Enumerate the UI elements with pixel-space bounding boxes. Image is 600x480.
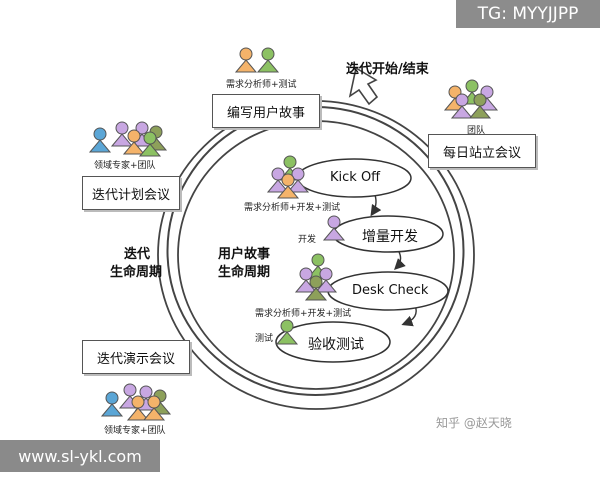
person-body (286, 179, 310, 193)
acceptance-test-ellipse (275, 321, 391, 363)
role-test: 测试 (255, 334, 274, 344)
person-body (122, 141, 146, 155)
person-head (271, 167, 285, 181)
step-desk-check: Desk Check (352, 283, 429, 298)
person-body (110, 133, 134, 147)
role-ba-dev-test-kickoff: 需求分析师+开发+测试 (244, 203, 341, 213)
watermark-top-right: TG: MYYJJPP (456, 0, 600, 28)
person-head (283, 155, 297, 169)
write-story-label: 编写用户故事 (226, 105, 305, 121)
people-group-domain-team-top (88, 121, 168, 157)
person-head (93, 127, 107, 141)
people-group-desk-check (294, 253, 338, 301)
step-kickoff: Kick Off (330, 170, 381, 185)
person-head (473, 93, 487, 107)
planning-label: 迭代计划会议 (91, 187, 170, 203)
role-domain-team-bottom: 领域专家+团队 (104, 426, 166, 436)
person-head (309, 275, 323, 289)
person-body (138, 143, 162, 157)
person-head (123, 383, 137, 397)
person-body (100, 403, 124, 417)
daily-standup-label: 每日站立会议 (442, 145, 521, 161)
person-head (139, 385, 153, 399)
person-body (304, 287, 328, 301)
person-head (131, 395, 145, 409)
person-body (88, 139, 112, 153)
iteration-start-end-label: 迭代开始/结束 (346, 62, 429, 77)
person-body (256, 59, 280, 73)
iteration-start-arrow (348, 66, 379, 106)
person-body (266, 179, 290, 193)
person-head (455, 93, 469, 107)
person-head (299, 267, 313, 281)
inner-cycle-label-1: 用户故事 (218, 247, 271, 262)
person-head (115, 121, 129, 135)
inner-cycle-label-2: 生命周期 (218, 265, 271, 280)
person-body (234, 59, 258, 73)
person-body (450, 105, 474, 119)
role-dev: 开发 (298, 235, 317, 245)
person-body (126, 407, 150, 421)
person-head (327, 215, 341, 229)
role-ba-dev-test-desk: 需求分析师+开发+测试 (255, 309, 352, 319)
people-group-kickoff (266, 155, 310, 199)
role-team: 团队 (467, 126, 486, 136)
watermark-bottom-left: www.sl-ykl.com (0, 440, 160, 472)
person-head (319, 267, 333, 281)
person-body (322, 227, 346, 241)
people-group-team (443, 79, 499, 119)
step-acceptance-test: 验收测试 (308, 337, 364, 353)
person-head (135, 121, 149, 135)
daily-standup-box: 每日站立会议 (428, 134, 536, 168)
people-group-ba-test (234, 47, 280, 73)
person-head (291, 167, 305, 181)
person-body (276, 185, 300, 199)
person-body (275, 331, 299, 345)
person-head (127, 129, 141, 143)
people-group-test (275, 319, 299, 345)
person-head (261, 47, 275, 61)
person-head (281, 173, 295, 187)
person-head (311, 253, 325, 267)
step-incremental-dev: 增量开发 (362, 229, 418, 245)
demo-box: 迭代演示会议 (82, 340, 190, 374)
role-ba-test-top: 需求分析师+测试 (226, 80, 297, 90)
person-head (280, 319, 294, 333)
write-story-box: 编写用户故事 (212, 94, 320, 128)
author-credit: 知乎 @赵天晓 (436, 416, 512, 430)
person-head (239, 47, 253, 61)
people-group-domain-team-bottom (100, 383, 172, 421)
person-head (105, 391, 119, 405)
person-head (465, 79, 479, 93)
outer-cycle-label-1: 迭代 (124, 247, 151, 262)
people-group-dev (322, 215, 346, 241)
outer-cycle-label-2: 生命周期 (110, 265, 163, 280)
demo-label: 迭代演示会议 (96, 351, 175, 367)
person-head (147, 395, 161, 409)
person-body (468, 105, 492, 119)
role-domain-team-top: 领域专家+团队 (94, 161, 156, 171)
person-body (142, 407, 166, 421)
step-ellipses (275, 158, 449, 363)
person-head (143, 131, 157, 145)
planning-box: 迭代计划会议 (82, 176, 180, 210)
